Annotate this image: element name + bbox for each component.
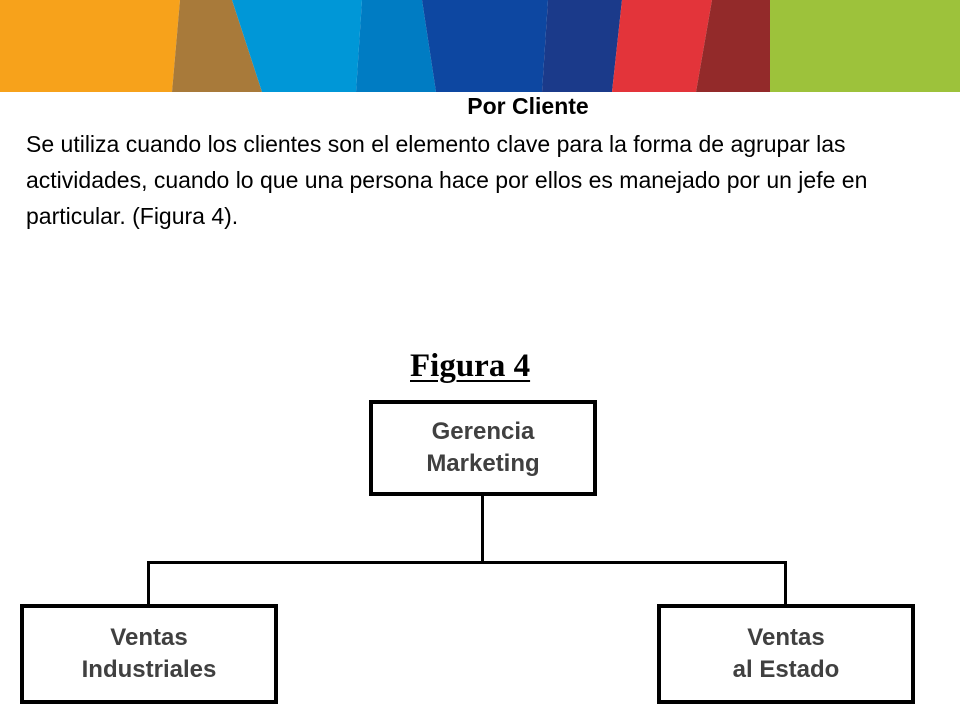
node-label: Ventas Industriales	[81, 624, 217, 683]
banner-stripe	[612, 0, 712, 92]
connector-right-vertical	[784, 561, 787, 605]
connector-left-vertical	[147, 561, 150, 605]
node-ventas-industriales: Ventas Industriales	[20, 604, 278, 704]
banner-stripe	[696, 0, 770, 92]
figure-title: Figura 4	[410, 348, 531, 384]
node-ventas-al-estado: Ventas al Estado	[657, 604, 915, 704]
banner-stripe	[422, 0, 548, 92]
banner-stripe	[770, 0, 960, 92]
banner-stripe	[0, 0, 180, 92]
connector-horizontal	[147, 561, 787, 564]
banner-stripe	[356, 0, 436, 92]
node-label: Gerencia Marketing	[426, 418, 540, 477]
connector-root-vertical	[481, 496, 484, 562]
color-banner	[0, 0, 960, 92]
slide-paragraph: Se utiliza cuando los clientes son el el…	[26, 131, 868, 229]
node-gerencia-marketing: Gerencia Marketing	[369, 400, 597, 496]
slide-heading: Por Cliente	[467, 93, 589, 119]
banner-stripe	[232, 0, 362, 92]
banner-stripe	[542, 0, 622, 92]
node-label: Ventas al Estado	[732, 624, 840, 683]
